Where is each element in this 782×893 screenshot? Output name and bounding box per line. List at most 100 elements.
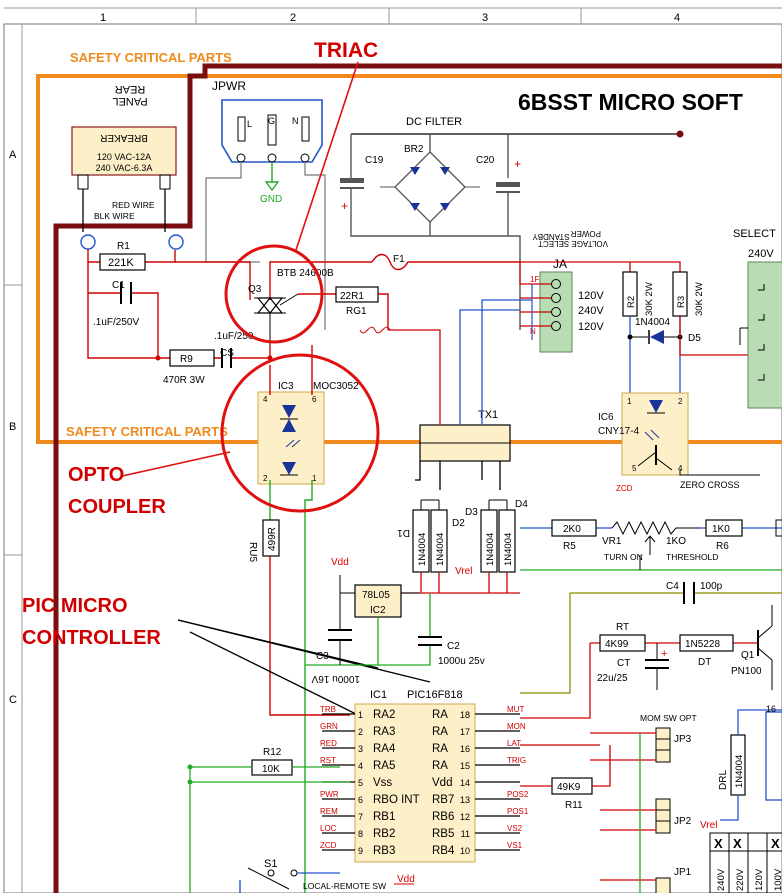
threshold-label: THRESHOLD [666,552,718,562]
pic-net-label: GRN [320,722,338,731]
r1-value: 221K [108,257,134,269]
coupler-annotation: COUPLER [68,496,166,518]
ct-label: CT [617,658,630,669]
svg-text:+: + [341,199,348,213]
zero-cross-detector: R2 30K 2W R3 30K 2W 1N4004 D5 IC6 CNY17-… [520,261,782,493]
transformer-tx1: TX1 [359,299,532,490]
pic-net-label: POS2 [507,790,529,799]
ja-voltage-select: STANDBY POWER VOLTAGE SELECT JA 120V 240… [519,229,608,353]
vref-label: Vrel [455,566,472,577]
r11-label: R11 [565,800,583,811]
c2-label: C2 [447,641,460,652]
triac-q3: F1 22R1 RG1 Q3 BTB 24600B [175,253,520,361]
dt-value: 1N5228 [685,639,720,650]
pic-net-label: MUT [507,705,524,714]
r11-value: 49K9 [557,782,581,793]
r2-value: 30K 2W [644,282,655,316]
pic-pin-number: 6 [358,795,363,805]
dc-filter-label: DC FILTER [406,116,462,128]
drawing-border: 1 2 3 4 A B C [3,7,782,893]
ic1-label: IC1 [370,689,387,701]
pic-annotation: PIC MICRO [22,595,128,617]
svg-text:1: 1 [627,397,632,406]
svg-text:1: 1 [312,474,317,483]
d4-part: 1N4004 [503,533,514,566]
jp2-label: JP2 [674,816,692,827]
jumpers: MOM SW OPT JP3 JP2 JP1 1N4004 DRL Vrel 1… [520,704,782,893]
pic-pin-name: Vss [373,777,392,789]
blk-wire-label: BLK WIRE [94,211,135,221]
c20-label: C20 [476,155,495,166]
pic-net-label: RED [320,739,337,748]
ru5-label: RU5 [247,542,258,562]
drl-label: DRL [718,770,729,790]
d3-label: D3 [465,507,478,518]
safety-label-top: SAFETY CRITICAL PARTS [70,50,232,65]
pic-net-label: REM [320,807,338,816]
grid-x: X [771,836,780,851]
pic-pin-number: 4 [358,761,363,771]
vdd-label-bottom: Vdd [397,874,415,885]
pic-pin-number: 9 [358,846,363,856]
pic-pin-name: RB3 [373,845,395,857]
cs-value: .1uF/250 [214,331,254,342]
vr1-label: VR1 [602,536,622,547]
svg-text:16: 16 [766,704,776,714]
q1-value: PN100 [731,666,762,677]
v240-label: 240V [748,248,774,260]
vdd-label-top: Vdd [331,557,349,568]
jp3-label: JP3 [674,734,692,745]
c1-label: C1 [112,280,125,291]
triac-annotation: TRIAC [314,39,378,62]
pic-pin-number: 5 [358,778,363,788]
ic3-label: IC3 [278,381,294,392]
pic-net-label: ZCD [320,841,337,850]
jp1-label: JP1 [674,867,692,878]
pic-pin-name: RA [432,709,448,721]
pic-net-label: PWR [320,790,339,799]
mom-sw-label: MOM SW OPT [640,713,697,723]
pic-pin-number: 7 [358,812,363,822]
zero-cross-label: ZERO CROSS [680,480,740,490]
c1-value: .1uF/250V [93,317,139,328]
jpwr-label: JPWR [212,79,246,93]
svg-text:+: + [661,648,667,660]
ac-network: 221K R1 C1 .1uF/250V R9 470R 3W CS .1uF/… [87,241,270,386]
pic-pin-name: RB5 [432,828,454,840]
r5-value: 2K0 [563,524,581,535]
ja-voltage: 120V [578,290,604,302]
ic1-part: PIC16F818 [407,689,463,701]
turn-on-label: TURN ON [604,552,643,562]
bridge-diodes: 1N4004 1N4004 1N4004 1N4004 D1 D2 D3 D4 … [397,499,528,594]
r-22r1-value: 22R1 [340,291,364,302]
gnd-label: GND [260,194,282,205]
grid-voltage: 120V [754,868,765,891]
svg-text:4: 4 [678,464,683,473]
c3-value: 1000u 16V [311,673,360,684]
r-499-value: 499R [267,527,278,551]
pic-pin-number: 8 [358,829,363,839]
standby-label: VOLTAGE SELECT [538,239,608,248]
r12-value: 10K [262,764,280,775]
board-outline [53,63,782,893]
pic-net-label: TRB [320,705,336,714]
schematic-title: 6BSST MICRO SOFT [518,89,743,115]
pic-pin-name: RB6 [432,811,454,823]
reg-part: 78L05 [362,590,390,601]
grid-voltage: 220V [735,868,746,891]
d2-part: 1N4004 [435,533,446,566]
pic-pin-number: 11 [461,829,470,839]
local-remote-label: LOCAL-REMOTE SW [303,881,386,891]
pic-net-label: LAT [507,739,521,748]
grid-x: X [733,836,742,851]
voltage-select-grid: X X X 240V 220V 120V 100V [709,832,782,893]
pic-pin-name: RA [432,760,448,772]
rear-panel-breaker: REAR PANEL BREAKER 120 VAC-12A 240 VAC-6… [71,83,184,250]
safety-label-bottom: SAFETY CRITICAL PARTS [66,424,228,439]
pic-pin-number: 10 [460,846,470,856]
vr1-value: 1KO [666,536,686,547]
